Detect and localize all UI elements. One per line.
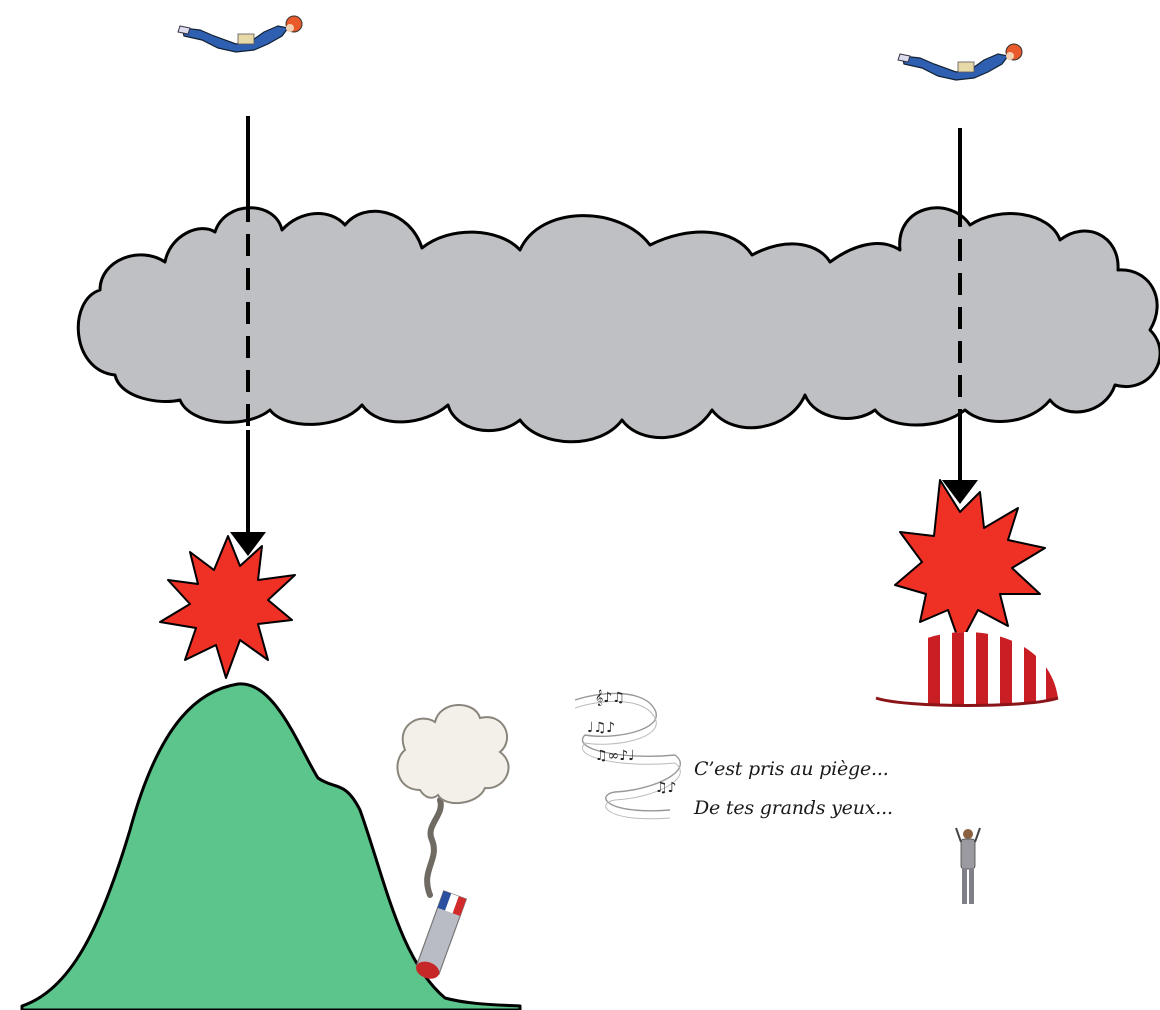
rocket-icon	[414, 891, 467, 982]
explosion-left-icon	[160, 536, 295, 678]
svg-text:♫∞♪♩: ♫∞♪♩	[595, 748, 635, 764]
svg-text:𝄞♪♫: 𝄞♪♫	[595, 690, 625, 706]
smoke-icon	[397, 705, 508, 895]
svg-text:♫♪: ♫♪	[655, 780, 677, 796]
skydiver-left-icon	[178, 16, 302, 52]
standing-person-icon	[956, 828, 980, 904]
parachute-canopy-icon	[780, 628, 1070, 713]
skydiver-right-icon	[898, 44, 1022, 80]
lyric-line-1: C’est pris au piège...	[694, 758, 889, 780]
svg-text:♩♫♪: ♩♫♪	[587, 720, 615, 736]
cloud-shape	[78, 208, 1160, 442]
explosion-right-icon	[895, 480, 1045, 644]
music-notes-icon: 𝄞♪♫ ♩♫♪ ♫∞♪♩ ♫♪	[575, 690, 680, 819]
lyric-line-2: De tes grands yeux...	[694, 797, 893, 819]
